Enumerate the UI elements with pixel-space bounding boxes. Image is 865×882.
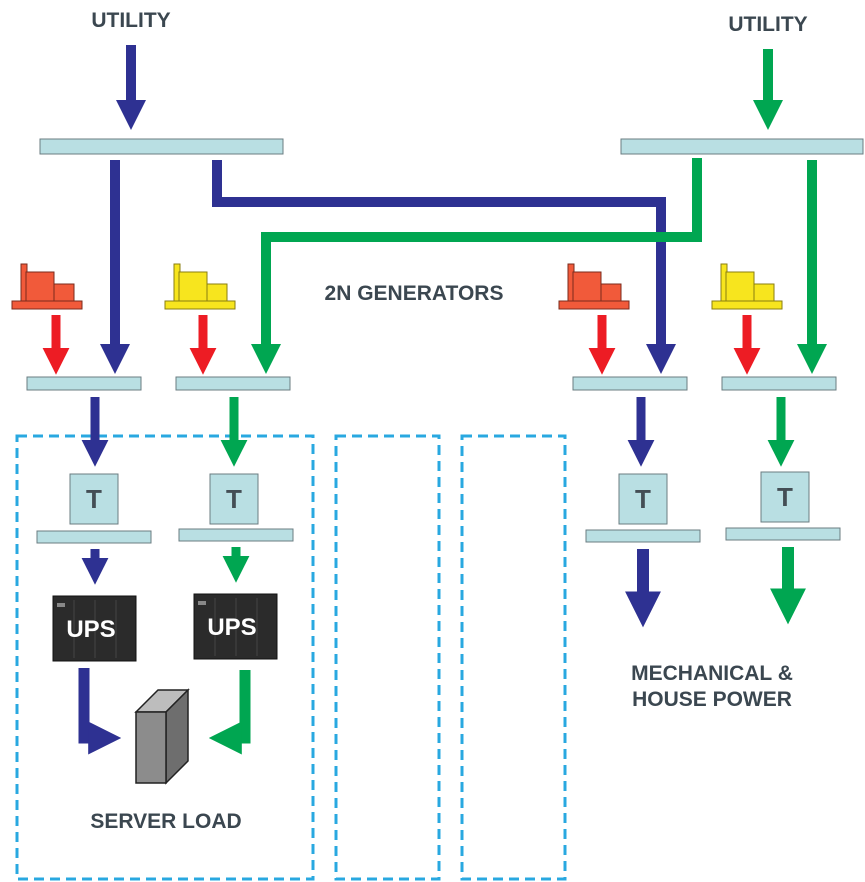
- transformer-label: T: [635, 484, 651, 514]
- section-bus-3: [572, 376, 688, 391]
- section-bus-2: [175, 376, 291, 391]
- green-feed-crossover: [251, 158, 702, 374]
- section-bus-4: [721, 376, 837, 391]
- output-bus-1: [36, 530, 152, 544]
- transformer-icon: T: [760, 471, 810, 523]
- ups-label: UPS: [66, 616, 115, 643]
- ups-to-server-blue: [78, 668, 122, 755]
- generator-icon: [558, 263, 630, 310]
- empty-room-boundary-2: [460, 434, 567, 881]
- transformer-label: T: [86, 484, 102, 514]
- generator-icon: [11, 263, 83, 310]
- ups-to-server-green: [208, 670, 251, 755]
- transformer-label: T: [777, 482, 793, 512]
- output-bus-2: [178, 528, 294, 542]
- transformer-icon: T: [618, 473, 668, 525]
- transformer-icon: T: [69, 473, 119, 525]
- ups-cabinet-icon: UPS: [193, 593, 278, 660]
- utility-left-label: UTILITY: [91, 9, 170, 32]
- mechanical-label-line2: HOUSE POWER: [632, 688, 792, 711]
- ups-label: UPS: [207, 614, 256, 641]
- server-tower-icon: [134, 688, 190, 785]
- generator-icon: [164, 263, 236, 310]
- generators-label: 2N GENERATORS: [325, 282, 504, 305]
- utility-right-label: UTILITY: [728, 13, 807, 36]
- mechanical-label-line1: MECHANICAL &: [631, 662, 793, 685]
- server-load-label: SERVER LOAD: [90, 810, 241, 833]
- generator-icon: [711, 263, 783, 310]
- utility-bus-left: [39, 138, 284, 155]
- empty-room-boundary-1: [334, 434, 441, 881]
- output-bus-4: [725, 527, 841, 541]
- transformer-icon: T: [209, 473, 259, 525]
- section-bus-1: [26, 376, 142, 391]
- transformer-label: T: [226, 484, 242, 514]
- utility-bus-right: [620, 138, 864, 155]
- ups-cabinet-icon: UPS: [52, 595, 137, 662]
- output-bus-3: [585, 529, 701, 543]
- blue-feed-crossover: [212, 160, 676, 374]
- server-room-boundary: [15, 434, 315, 881]
